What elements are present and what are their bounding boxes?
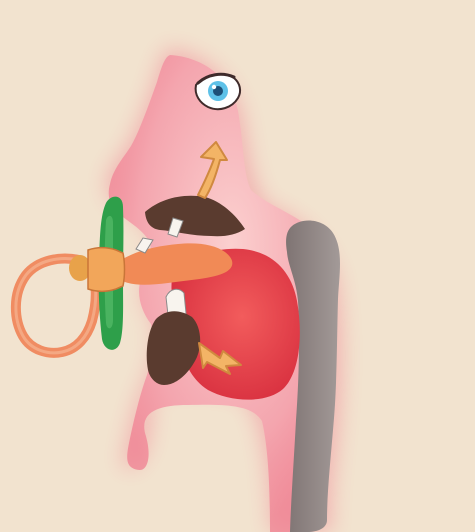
eye-icon bbox=[196, 74, 240, 109]
pacifier-collar bbox=[88, 248, 125, 292]
